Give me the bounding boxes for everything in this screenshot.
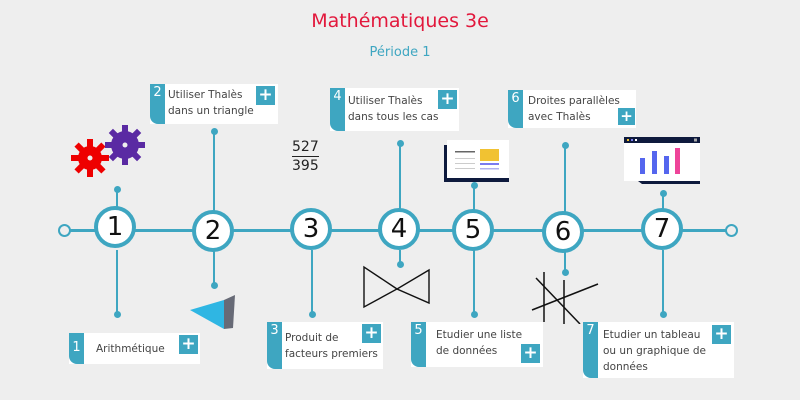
stem-1-up xyxy=(116,192,118,212)
card-text: Etudier un tableau ou un graphique de donn… xyxy=(603,327,706,375)
dot-2-up xyxy=(211,128,218,135)
timeline-node-7[interactable]: 7 xyxy=(641,208,683,250)
card-5[interactable]: 5 Etudier une liste de données + xyxy=(411,322,543,367)
dot-7-up xyxy=(660,190,667,197)
dot-1-up xyxy=(114,186,121,193)
card-line: Droites parallèles xyxy=(528,95,620,107)
card-line: Utiliser Thalès xyxy=(348,95,423,107)
card-label: Arithmétique xyxy=(96,343,165,355)
expand-button[interactable]: + xyxy=(256,86,275,105)
card-text: Etudier une liste de données xyxy=(436,327,522,359)
card-line: Produit de xyxy=(285,332,339,344)
timeline-start-cap xyxy=(58,224,71,237)
parallel-lines-icon xyxy=(531,272,599,324)
dot-3-down xyxy=(309,311,316,318)
stem-4-up xyxy=(399,145,401,212)
stem-2-up xyxy=(213,132,215,212)
card-number: 6 xyxy=(508,90,523,128)
dot-7-down xyxy=(660,311,667,318)
card-line: Utiliser Thalès xyxy=(168,89,243,101)
card-line: facteurs premiers xyxy=(285,348,378,360)
dot-4-up xyxy=(397,140,404,147)
bowtie-triangles-icon xyxy=(363,265,430,309)
timeline-node-2[interactable]: 2 xyxy=(192,210,234,252)
card-line: ou un graphique de xyxy=(603,345,706,357)
card-text: Produit de facteurs premiers xyxy=(285,330,378,362)
dot-2-down xyxy=(211,282,218,289)
card-number: 1 xyxy=(69,333,84,364)
card-3[interactable]: 3 Produit de facteurs premiers + xyxy=(267,322,383,369)
triangle-prism-icon xyxy=(190,295,235,329)
expand-button[interactable]: + xyxy=(521,344,540,363)
stem-6-up xyxy=(564,145,566,212)
stem-1-down xyxy=(116,250,118,313)
expand-button[interactable]: + xyxy=(438,90,457,109)
dot-4-down xyxy=(397,261,404,268)
gears-icon xyxy=(71,125,145,177)
card-number: 5 xyxy=(411,322,426,367)
card-1[interactable]: 1 Arithmétique + xyxy=(69,333,200,364)
card-line: dans un triangle xyxy=(168,105,254,117)
dot-6-up xyxy=(562,142,569,149)
page-title: Mathématiques 3e xyxy=(311,10,489,32)
card-6[interactable]: 6 Droites parallèles avec Thalès + xyxy=(508,90,636,128)
expand-button[interactable]: + xyxy=(362,324,381,343)
fraction-numerator: 527 xyxy=(292,139,319,157)
timeline-node-4[interactable]: 4 xyxy=(378,208,420,250)
timeline-node-3[interactable]: 3 xyxy=(290,208,332,250)
card-number: 2 xyxy=(150,84,165,124)
stem-7-up xyxy=(662,192,664,212)
expand-button[interactable]: + xyxy=(179,335,198,354)
card-line: données xyxy=(603,361,648,373)
card-number: 3 xyxy=(267,322,282,369)
stem-6-down xyxy=(564,250,566,272)
card-line: de données xyxy=(436,345,498,357)
stem-3-down xyxy=(311,250,313,313)
stem-5-down xyxy=(473,250,475,313)
bar-chart-icon xyxy=(624,137,700,184)
dot-5-up xyxy=(471,182,478,189)
card-line: Etudier une liste xyxy=(436,329,523,341)
card-7[interactable]: 7 Etudier un tableau ou un graphique de do… xyxy=(583,322,734,378)
dot-1-down xyxy=(114,311,121,318)
stem-5-up xyxy=(473,186,475,212)
card-number: 7 xyxy=(583,322,598,378)
card-line: Etudier un tableau xyxy=(603,329,701,341)
document-icon xyxy=(444,140,509,182)
stem-4-down xyxy=(399,250,401,265)
card-line: avec Thalès xyxy=(528,111,591,123)
timeline-node-6[interactable]: 6 xyxy=(542,211,584,253)
card-2[interactable]: 2 Utiliser Thalès dans un triangle + xyxy=(150,84,278,124)
fraction-icon: 527 395 xyxy=(292,138,319,175)
stem-7-down xyxy=(662,250,664,313)
card-text: Utiliser Thalès dans tous les cas xyxy=(348,93,438,125)
timeline-node-1[interactable]: 1 xyxy=(94,206,136,248)
dot-5-down xyxy=(471,311,478,318)
stem-2-down xyxy=(213,250,215,285)
card-text: Droites parallèles avec Thalès xyxy=(528,93,620,125)
expand-button[interactable]: + xyxy=(712,325,731,344)
card-line: dans tous les cas xyxy=(348,111,439,123)
card-number: 4 xyxy=(330,88,345,131)
dot-6-down xyxy=(562,269,569,276)
expand-button[interactable]: + xyxy=(618,108,635,125)
fraction-denominator: 395 xyxy=(292,158,319,174)
card-4[interactable]: 4 Utiliser Thalès dans tous les cas + xyxy=(330,88,459,131)
timeline-node-5[interactable]: 5 xyxy=(452,209,494,251)
card-text: Utiliser Thalès dans un triangle xyxy=(168,87,254,119)
period-subtitle: Période 1 xyxy=(369,45,431,60)
timeline-end-cap xyxy=(725,224,738,237)
